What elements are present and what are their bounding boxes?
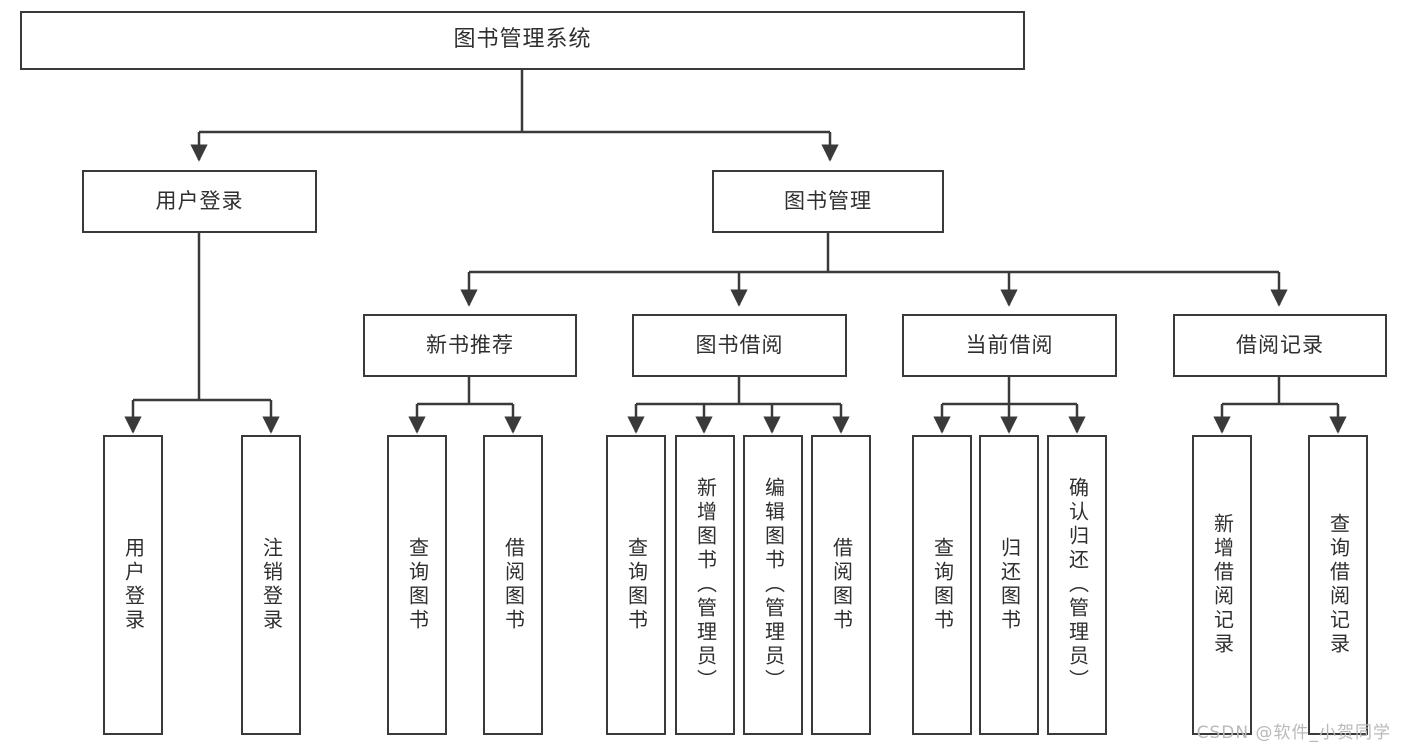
node-label: 新增借阅记录	[1210, 513, 1235, 657]
node-label: 借阅图书	[501, 537, 526, 633]
node-label: 查询借阅记录	[1326, 513, 1351, 657]
node-label: 图书管理	[784, 188, 872, 213]
leaf-current-borrow-query[interactable]: 查询图书	[912, 435, 972, 735]
leaf-book-borrow-add[interactable]: 新增图书（管理员）	[675, 435, 735, 735]
watermark: CSDN @软件_小贺同学	[1196, 723, 1391, 743]
leaf-book-borrow-edit[interactable]: 编辑图书（管理员）	[743, 435, 803, 735]
leaf-borrow-record-add[interactable]: 新增借阅记录	[1192, 435, 1252, 735]
leaf-user-login-login[interactable]: 用户登录	[103, 435, 163, 735]
node-user-login[interactable]: 用户登录	[82, 170, 317, 233]
node-root-system[interactable]: 图书管理系统	[20, 11, 1025, 70]
node-label: 归还图书	[997, 537, 1022, 633]
node-label: 图书借阅	[695, 332, 784, 357]
node-borrow-record[interactable]: 借阅记录	[1173, 314, 1387, 377]
leaf-borrow-record-query[interactable]: 查询借阅记录	[1308, 435, 1368, 735]
node-label: 查询图书	[930, 537, 955, 633]
node-label: 新书推荐	[426, 332, 514, 357]
node-label: 确认归还（管理员）	[1065, 477, 1090, 693]
node-label: 查询图书	[405, 537, 430, 633]
node-label: 编辑图书（管理员）	[761, 477, 786, 693]
node-book-management[interactable]: 图书管理	[712, 170, 944, 233]
node-label: 新增图书（管理员）	[693, 477, 718, 693]
node-label: 借阅图书	[829, 537, 854, 633]
leaf-book-borrow-query[interactable]: 查询图书	[606, 435, 666, 735]
node-label: 注销登录	[259, 537, 284, 633]
leaf-new-book-borrow[interactable]: 借阅图书	[483, 435, 543, 735]
node-label: 图书管理系统	[453, 27, 592, 53]
node-label: 用户登录	[121, 537, 146, 633]
node-label: 用户登录	[155, 188, 244, 213]
node-new-book-recommend[interactable]: 新书推荐	[363, 314, 577, 377]
node-book-borrow[interactable]: 图书借阅	[632, 314, 847, 377]
leaf-current-borrow-confirm-return[interactable]: 确认归还（管理员）	[1047, 435, 1107, 735]
leaf-user-login-logout[interactable]: 注销登录	[241, 435, 301, 735]
node-label: 当前借阅	[965, 332, 1054, 357]
node-current-borrow[interactable]: 当前借阅	[902, 314, 1117, 377]
node-label: 查询图书	[624, 537, 649, 633]
node-label: 借阅记录	[1236, 332, 1324, 357]
leaf-new-book-query[interactable]: 查询图书	[387, 435, 447, 735]
leaf-book-borrow-borrow[interactable]: 借阅图书	[811, 435, 871, 735]
leaf-current-borrow-return[interactable]: 归还图书	[979, 435, 1039, 735]
